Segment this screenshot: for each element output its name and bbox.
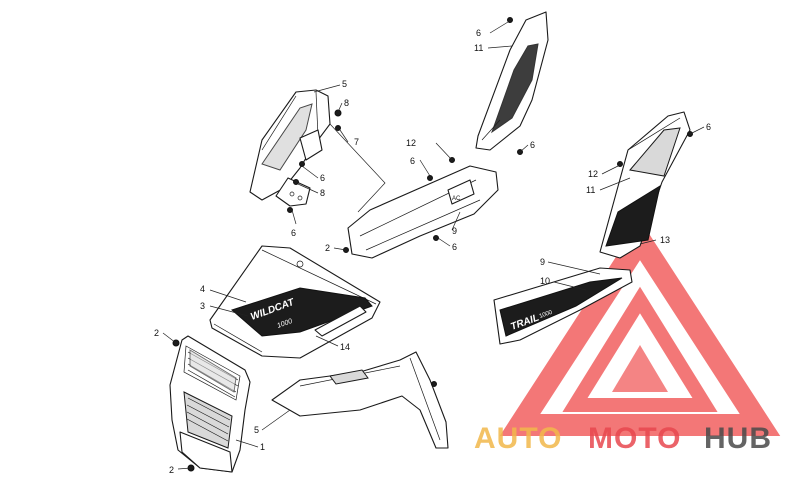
callout-numbers: 1 2 2 2 3 4 5 5 8 7 6 8 6 14 6 11 12 6 6…: [154, 28, 711, 475]
callout-8: 8: [320, 188, 325, 198]
right-side-panel-part: [599, 111, 693, 259]
callout-12: 12: [406, 138, 416, 148]
fasteners-cowl: [287, 109, 342, 213]
callout-5: 5: [342, 79, 347, 89]
callout-12: 12: [588, 169, 598, 179]
hood-decal: WILDCAT 1000: [231, 287, 373, 337]
lower-side-panel-part: AC: [343, 149, 523, 259]
callout-6: 6: [320, 173, 325, 183]
callout-11: 11: [474, 43, 483, 53]
callout-7: 7: [354, 137, 359, 147]
callout-4: 4: [200, 284, 205, 294]
hood-part: WILDCAT 1000: [209, 245, 381, 359]
mounting-bracket-part: [275, 177, 311, 207]
watermark-hub: HUB: [704, 422, 772, 455]
callout-8: 8: [344, 98, 349, 108]
leader-lines: [162, 21, 705, 470]
callout-5: 5: [254, 425, 259, 435]
panel-small-logo: AC: [452, 196, 461, 202]
watermark-moto: MOTO: [588, 422, 681, 455]
watermark-text: AUTO MOTO HUB: [474, 422, 772, 455]
callout-6: 6: [452, 242, 457, 252]
callout-6: 6: [530, 140, 535, 150]
callout-9: 9: [540, 257, 545, 267]
callout-2: 2: [154, 328, 159, 338]
callout-2: 2: [325, 243, 330, 253]
callout-6: 6: [291, 228, 296, 238]
callout-14: 14: [340, 342, 350, 352]
callout-1: 1: [260, 442, 265, 452]
callout-9: 9: [452, 226, 457, 236]
callout-10: 10: [540, 276, 550, 286]
callout-6: 6: [410, 156, 415, 166]
upper-side-panel-part: [475, 11, 549, 151]
grille-upper-mesh: [187, 349, 239, 398]
callout-13: 13: [660, 235, 670, 245]
front-fender-part: [271, 351, 449, 449]
callout-6: 6: [706, 122, 711, 132]
callout-11: 11: [586, 185, 595, 195]
hood-decal-subtext: 1000: [276, 318, 293, 330]
right-panel-decal-subtext: 1000: [539, 309, 554, 319]
right-lower-panel-part: TRAIL 1000: [493, 267, 633, 345]
callout-6: 6: [476, 28, 481, 38]
watermark-triangle-logo: [499, 219, 781, 436]
callout-3: 3: [200, 301, 205, 311]
front-grille-part: [169, 335, 251, 473]
grille-lower-mesh: [186, 397, 231, 442]
callout-2: 2: [169, 465, 174, 475]
watermark-auto: AUTO: [474, 422, 562, 455]
side-cowl-part: [249, 89, 331, 201]
